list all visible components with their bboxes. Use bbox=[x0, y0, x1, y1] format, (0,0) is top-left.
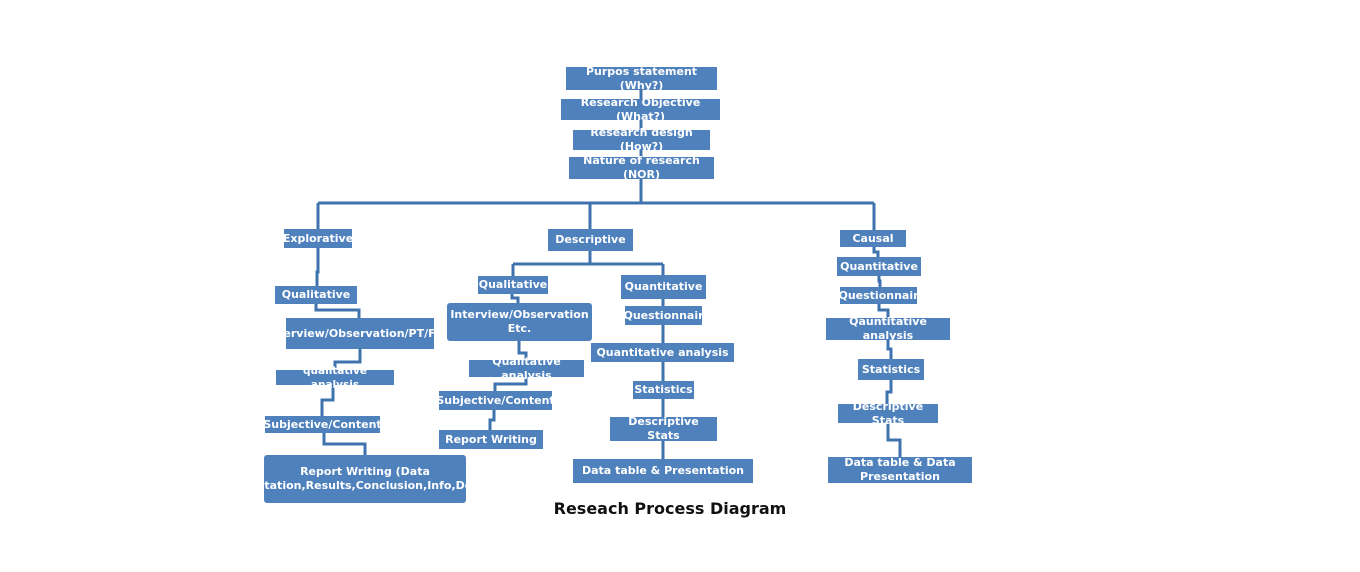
causal-analysis-node: Qauntitative analysis bbox=[826, 315, 950, 342]
causal-descriptive-stats-node: Descriptive Stats bbox=[838, 400, 938, 427]
explorative-methods-node: Interview/Observation/PT/FGD bbox=[266, 318, 454, 349]
descriptive-quantitative-node: Quantitative bbox=[621, 275, 706, 299]
explorative-analysis-node: qualitative analysis bbox=[276, 365, 394, 391]
explorative-report-node: Report Writing (Data presentation,Result… bbox=[222, 455, 508, 503]
connector-line-29 bbox=[886, 340, 893, 359]
connector-line-19 bbox=[493, 377, 528, 391]
descriptive-qualitative-node: Qualitative bbox=[478, 276, 548, 294]
connector-line-11 bbox=[320, 385, 335, 416]
research-objective-node: Research Objective (What?) bbox=[561, 96, 720, 123]
causal-node: Causal bbox=[840, 230, 906, 247]
explorative-qualitative-node: Qualitative bbox=[275, 286, 357, 304]
descriptive-data-table-node: Data table & Presentation bbox=[573, 459, 753, 483]
causal-data-table-node: Data table & Data Presentation bbox=[828, 456, 972, 483]
connector-line-26 bbox=[872, 247, 880, 257]
descriptive-report-node: Report Writing bbox=[439, 430, 543, 449]
descriptive-quantitative-analysis-node: Quantitative analysis bbox=[591, 343, 734, 362]
descriptive-qualitative-analysis-node: Qualitative analysis bbox=[469, 355, 584, 382]
descriptive-statistics-node: Statistics bbox=[633, 381, 694, 399]
connector-line-20 bbox=[488, 410, 496, 430]
connector-line-12 bbox=[322, 433, 367, 455]
explorative-subjective-node: Subjective/Content bbox=[263, 416, 382, 433]
descriptive-methods-node: Interview/Observation Etc. bbox=[447, 303, 592, 341]
connector-line-17 bbox=[510, 294, 520, 303]
connector-line-27 bbox=[877, 276, 882, 287]
research-design-node: Research design (How?) bbox=[573, 126, 710, 153]
connector-line-31 bbox=[886, 423, 902, 457]
connector-line-10 bbox=[333, 349, 362, 370]
causal-quantitative-node: Quantitative bbox=[837, 257, 921, 276]
descriptive-node: Descriptive bbox=[548, 229, 633, 251]
purpose-statement-node: Purpos statement (Why?) bbox=[566, 65, 717, 92]
causal-statistics-node: Statistics bbox=[858, 359, 924, 380]
connector-line-28 bbox=[877, 304, 890, 318]
diagram-title: Reseach Process Diagram bbox=[553, 499, 787, 518]
connector-line-9 bbox=[314, 304, 361, 318]
causal-questionnaire-node: Questionnair bbox=[838, 287, 919, 304]
explorative-node: Explorative bbox=[283, 229, 353, 248]
descriptive-stats-node: Descriptive Stats bbox=[610, 415, 717, 442]
descriptive-questionnaire-node: Questionnair bbox=[623, 306, 704, 325]
connector-line-30 bbox=[885, 380, 893, 404]
connector-line-18 bbox=[517, 341, 528, 360]
nature-of-research-node: Nature of research (NOR) bbox=[569, 154, 714, 181]
descriptive-subjective-node: Subjective/Content bbox=[436, 391, 555, 410]
connector-line-8 bbox=[315, 248, 320, 286]
